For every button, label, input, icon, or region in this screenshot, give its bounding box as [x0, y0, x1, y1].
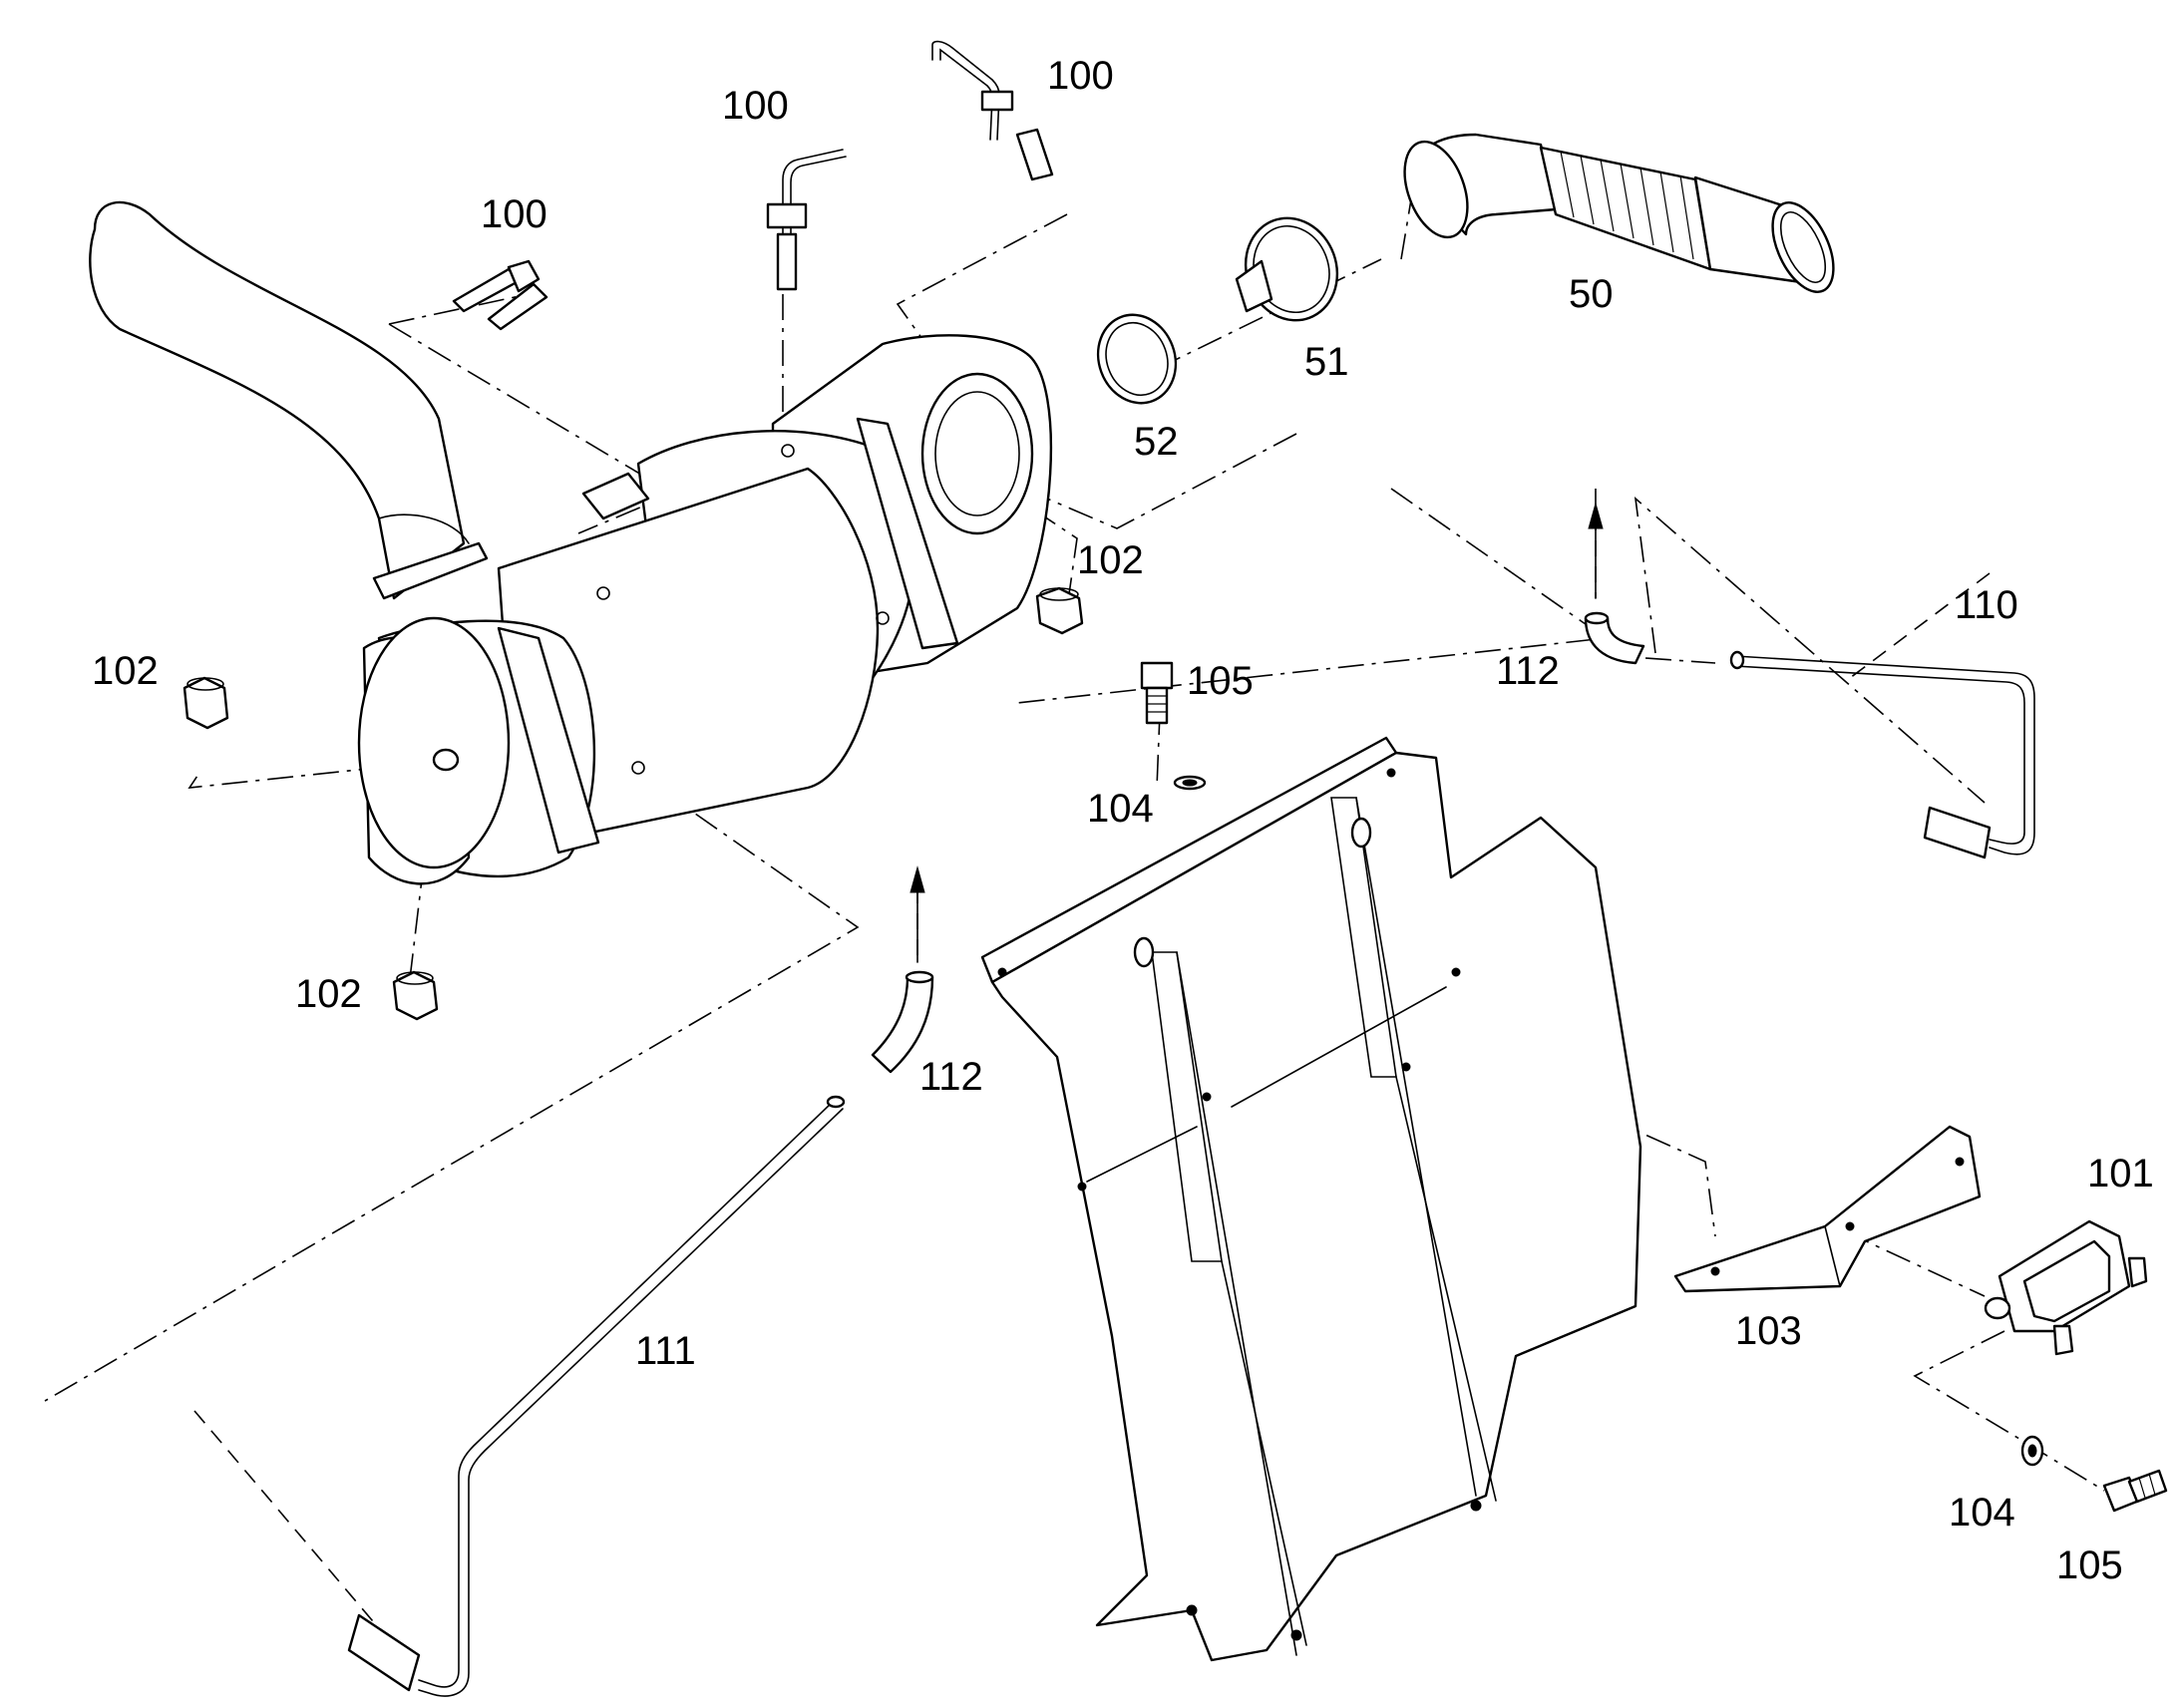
hose-112-upper — [1584, 611, 1645, 665]
callout-51: 51 — [1304, 340, 1349, 384]
callout-labels: 100 100 100 50 51 52 102 102 102 105 104… — [92, 54, 2154, 1587]
support-bracket — [980, 736, 1642, 1662]
flex-pipe-50 — [1403, 133, 1835, 293]
callout-104-lower: 104 — [1949, 1491, 2015, 1535]
callout-105-upper: 105 — [1187, 659, 1254, 703]
callout-111: 111 — [635, 1329, 696, 1373]
callout-101: 101 — [2087, 1152, 2154, 1196]
arrow-lower — [909, 865, 925, 963]
inlet-pipe — [89, 200, 489, 600]
callout-103: 103 — [1735, 1309, 1802, 1353]
bolt-105-upper — [1140, 661, 1174, 725]
callout-104-upper: 104 — [1087, 787, 1154, 831]
callout-52: 52 — [1134, 420, 1179, 464]
pressure-sensor-101 — [1984, 1219, 2148, 1356]
bolt-105-lower — [2102, 1469, 2168, 1513]
washer-104-lower — [2020, 1435, 2044, 1467]
callout-102-c: 102 — [295, 972, 362, 1016]
sensor-100-right — [931, 40, 1054, 181]
callout-100-c: 100 — [1047, 54, 1114, 98]
tube-110 — [1729, 650, 2035, 859]
dpf-muffler-body — [357, 334, 1053, 885]
callout-102-a: 102 — [1077, 538, 1144, 582]
callout-105-lower: 105 — [2056, 1543, 2123, 1587]
callout-112-lower: 112 — [919, 1055, 983, 1099]
callout-110: 110 — [1955, 583, 2018, 627]
nut-102-left — [182, 676, 229, 730]
hose-112-lower — [871, 970, 934, 1074]
tube-111 — [347, 1095, 846, 1697]
clamp-51 — [1235, 216, 1339, 322]
callout-100-a: 100 — [481, 192, 547, 236]
callout-50: 50 — [1569, 272, 1614, 316]
sensor-100-middle — [766, 149, 847, 291]
washer-104-upper — [1173, 775, 1207, 791]
arrow-upper — [1588, 502, 1604, 599]
sensor-100-left — [452, 259, 548, 331]
callout-100-b: 100 — [722, 84, 789, 128]
callout-112-upper: 112 — [1496, 649, 1560, 693]
callout-102-b: 102 — [92, 649, 159, 693]
mounting-plate-103 — [1673, 1125, 1982, 1293]
nut-102-right — [1035, 586, 1084, 635]
ring-52 — [1096, 313, 1178, 405]
nut-102-bottom — [392, 970, 439, 1021]
